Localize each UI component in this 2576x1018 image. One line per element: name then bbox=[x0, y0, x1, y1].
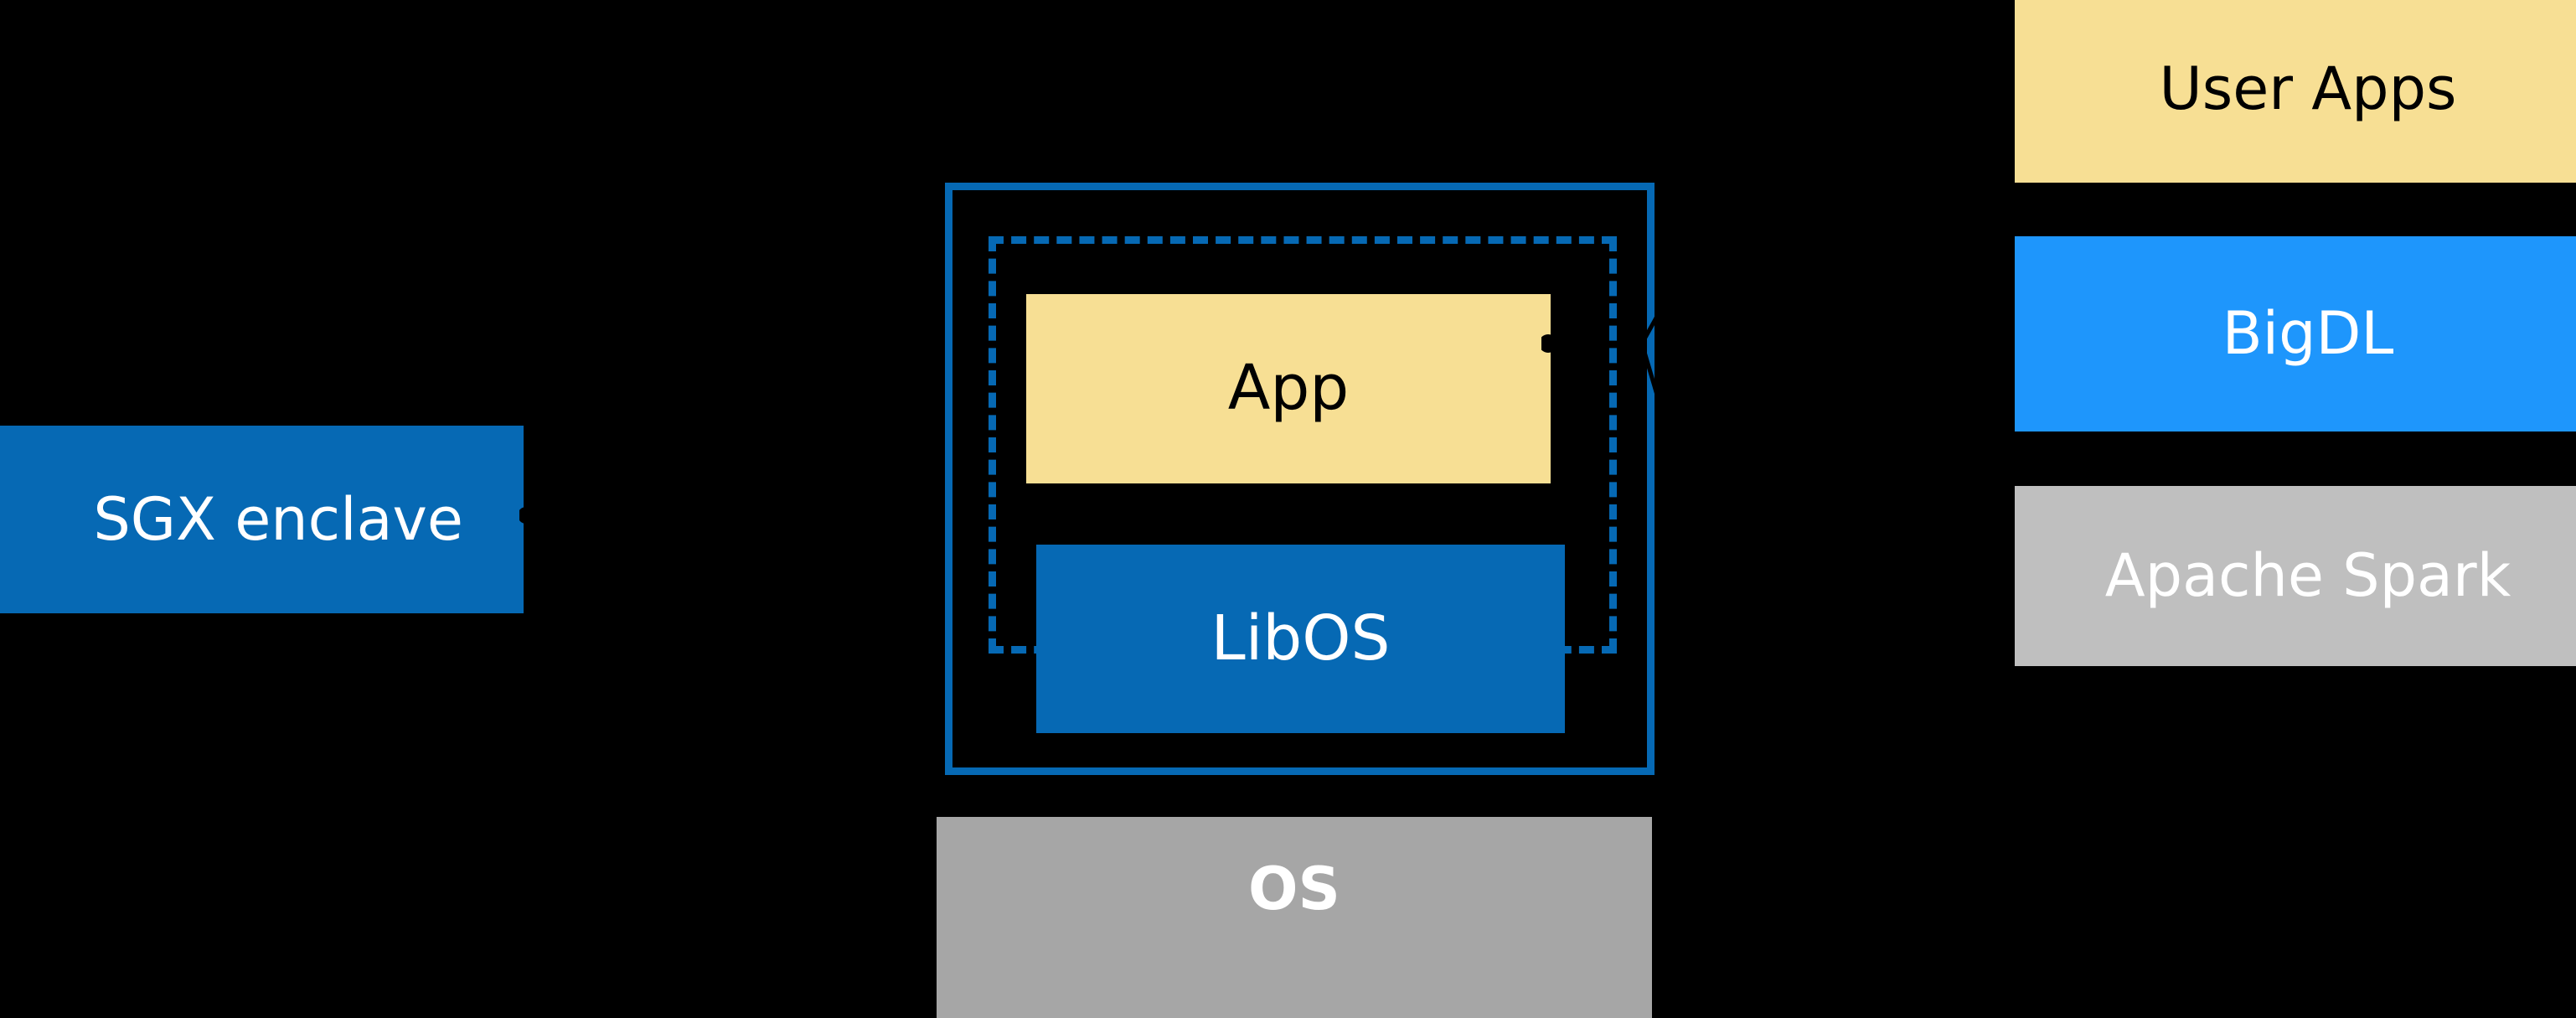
sgx-enclave-label: SGX enclave bbox=[93, 484, 463, 554]
app-label: App bbox=[1227, 352, 1350, 425]
libos-box[interactable]: LibOS bbox=[1036, 545, 1565, 733]
bigdl-box[interactable]: BigDL bbox=[2015, 236, 2576, 431]
sgx-enclave-to-container-connector bbox=[519, 507, 950, 524]
sgx-enclave-box[interactable]: SGX enclave bbox=[0, 426, 524, 613]
os-box[interactable]: OS bbox=[937, 817, 1652, 1018]
libos-label: LibOS bbox=[1211, 602, 1391, 674]
app-box[interactable]: App bbox=[1026, 294, 1551, 483]
user-apps-box[interactable]: User Apps bbox=[2015, 0, 2576, 183]
os-label: OS bbox=[1248, 855, 1340, 923]
apache-spark-box[interactable]: Apache Spark bbox=[2015, 486, 2576, 666]
apache-spark-label: Apache Spark bbox=[2104, 541, 2511, 610]
bigdl-label: BigDL bbox=[2222, 299, 2394, 368]
user-apps-label: User Apps bbox=[2159, 54, 2457, 123]
